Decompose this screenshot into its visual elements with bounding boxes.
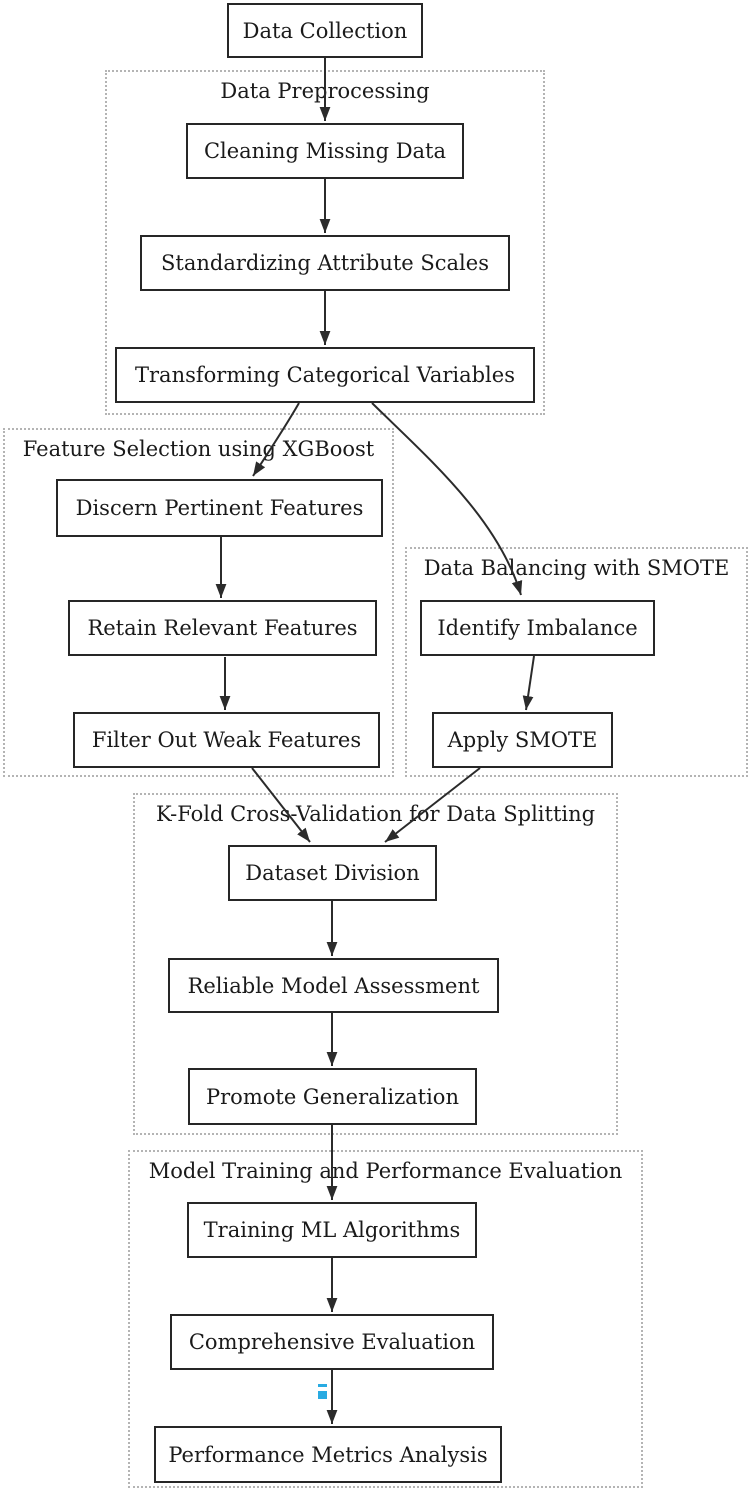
cluster-kfold: K-Fold Cross-Validation for Data Splitti… [133, 793, 618, 1135]
cluster-title-kfold: K-Fold Cross-Validation for Data Splitti… [155, 802, 596, 826]
node-promote-generalization: Promote Generalization [188, 1068, 477, 1125]
node-transforming-categorical-variables: Transforming Categorical Variables [115, 347, 535, 403]
cluster-model-training: Model Training and Performance Evaluatio… [128, 1150, 643, 1488]
edge-filter-to-dataset [251, 767, 311, 843]
node-dataset-division: Dataset Division [228, 845, 437, 901]
cluster-title-model-training: Model Training and Performance Evaluatio… [148, 1159, 623, 1183]
node-data-collection: Data Collection [227, 3, 423, 58]
node-filter-out-weak-features: Filter Out Weak Features [73, 712, 380, 768]
edge-transforming-to-discern [252, 402, 300, 477]
edge-identify-to-apply [522, 655, 535, 711]
node-apply-smote: Apply SMOTE [432, 712, 613, 768]
node-performance-metrics-analysis: Performance Metrics Analysis [154, 1426, 502, 1483]
edge-transforming-to-identify [371, 402, 523, 596]
cluster-title-feature-selection: Feature Selection using XGBoost [22, 437, 375, 461]
cluster-feature-selection: Feature Selection using XGBoost [3, 428, 394, 777]
node-retain-relevant-features: Retain Relevant Features [68, 600, 377, 656]
edge-apply-to-dataset [384, 767, 481, 843]
node-reliable-model-assessment: Reliable Model Assessment [168, 958, 499, 1013]
cursor-artifact-line [318, 1384, 327, 1387]
node-standardizing-attribute-scales: Standardizing Attribute Scales [140, 235, 510, 291]
node-comprehensive-evaluation: Comprehensive Evaluation [170, 1314, 494, 1370]
cluster-title-data-balancing: Data Balancing with SMOTE [423, 556, 730, 580]
cursor-artifact-block [318, 1391, 327, 1399]
node-discern-pertinent-features: Discern Pertinent Features [56, 479, 383, 537]
node-training-ml-algorithms: Training ML Algorithms [187, 1202, 477, 1258]
node-identify-imbalance: Identify Imbalance [420, 600, 655, 656]
node-cleaning-missing-data: Cleaning Missing Data [186, 123, 464, 179]
cluster-data-balancing: Data Balancing with SMOTE [405, 547, 748, 777]
